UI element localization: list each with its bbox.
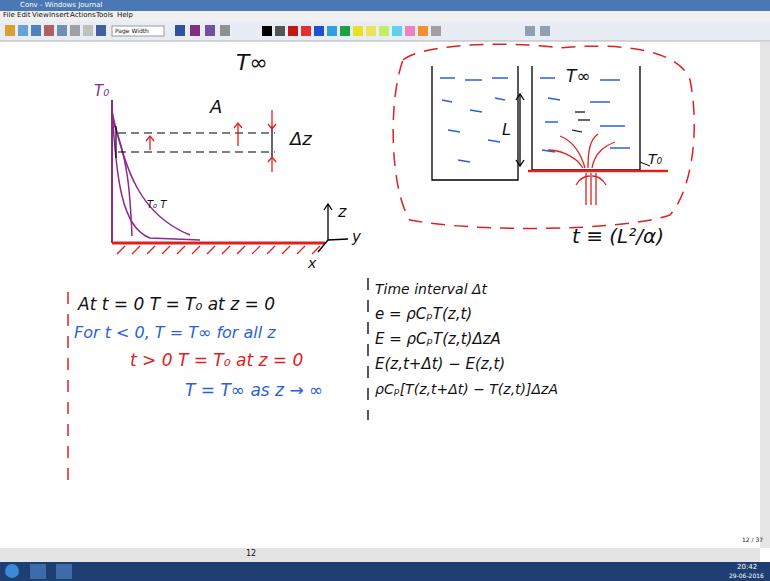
menu-item: Help bbox=[117, 12, 133, 19]
page-count: 12 / 37 bbox=[742, 537, 763, 543]
curve-label: T₀ T bbox=[147, 200, 166, 210]
area-label: A bbox=[210, 98, 222, 116]
axis-label: y bbox=[352, 230, 361, 245]
beaker-sketch bbox=[393, 44, 694, 228]
condition-note: At t = 0 T = T₀ at z = 0 bbox=[78, 296, 275, 313]
axis-label: x bbox=[308, 256, 316, 270]
title-bar bbox=[0, 0, 770, 11]
window-title: Conv - Windows Journal bbox=[20, 2, 102, 9]
toolbar-icons bbox=[5, 25, 550, 36]
condition-note: For t < 0, T = T∞ for all z bbox=[74, 325, 276, 341]
thickness-label: Δz bbox=[290, 130, 312, 148]
taskbar-icons bbox=[5, 564, 72, 579]
derivation-step: E(z,t+Δt) − E(z,t) bbox=[375, 357, 505, 372]
menu-item: File bbox=[3, 12, 15, 19]
taskbar bbox=[0, 562, 770, 581]
menu-bar bbox=[0, 11, 770, 21]
zoom-select: Page Width bbox=[115, 28, 149, 34]
temperature-label: T₀ bbox=[648, 152, 662, 166]
derivation-step: Time interval Δt bbox=[375, 282, 487, 296]
condition-note: t > 0 T = T₀ at z = 0 bbox=[130, 352, 303, 369]
menu-item: View bbox=[32, 12, 49, 19]
temperature-label: T₀ bbox=[94, 84, 109, 99]
time-scale: t ≡ (L²/α) bbox=[572, 226, 664, 246]
conduction-figure bbox=[112, 100, 348, 254]
menu-item: Tools bbox=[96, 12, 113, 19]
menu-item: Actions bbox=[70, 12, 96, 19]
derivation-step: ρCₚ[T(z,t+Δt) − T(z,t)]ΔzA bbox=[375, 382, 558, 396]
derivation-step: E = ρCₚT(z,t)ΔzA bbox=[375, 332, 501, 347]
temperature-label: T∞ bbox=[566, 68, 591, 85]
scrollbar bbox=[760, 42, 770, 548]
length-label: L bbox=[502, 122, 511, 138]
page-number: 12 bbox=[246, 550, 256, 558]
page-bar bbox=[0, 548, 760, 562]
note-bracket bbox=[367, 278, 368, 420]
clock-time: 20:42 bbox=[737, 564, 757, 571]
temperature-label: T∞ bbox=[236, 52, 268, 74]
menu-item: Insert bbox=[49, 12, 69, 19]
menu-item: Edit bbox=[17, 12, 31, 19]
condition-note: T = T∞ as z → ∞ bbox=[185, 382, 323, 399]
toolbar bbox=[0, 21, 770, 41]
axis-label: z bbox=[338, 204, 346, 220]
toolbar-border bbox=[0, 41, 770, 42]
note-bracket bbox=[67, 292, 69, 480]
clock-date: 29-06-2016 bbox=[729, 573, 764, 579]
derivation-step: e = ρCₚT(z,t) bbox=[375, 307, 472, 322]
